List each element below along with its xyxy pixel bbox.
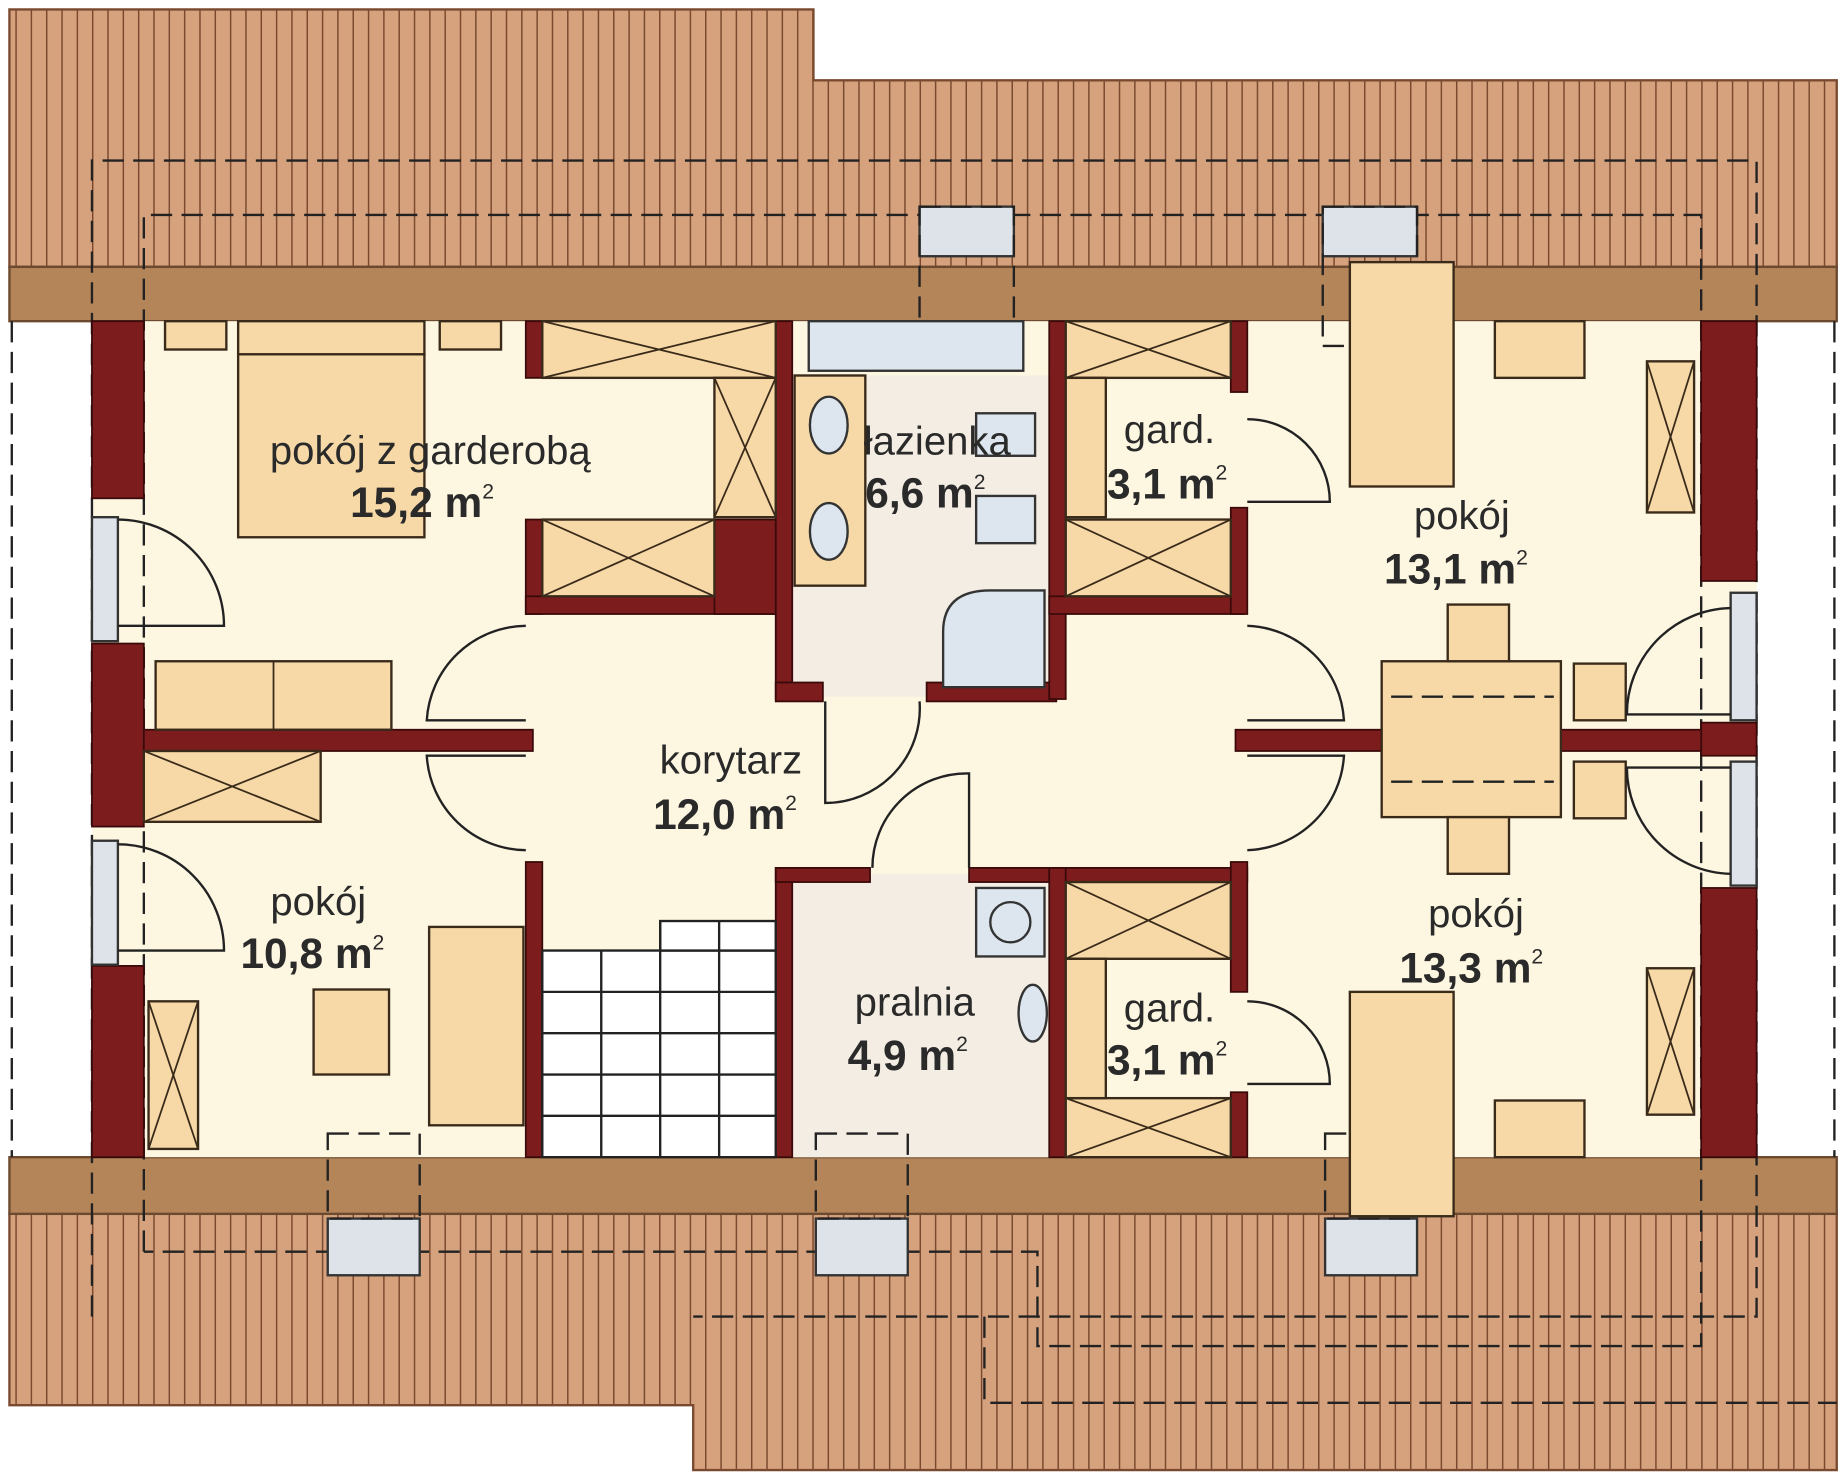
eave-top xyxy=(8,265,1838,323)
laundry-sink xyxy=(1017,983,1049,1043)
room-name: pokój xyxy=(1414,494,1510,538)
room-name: korytarz xyxy=(660,738,803,782)
sink xyxy=(808,395,849,455)
eave-bottom xyxy=(8,1156,1838,1216)
toilet xyxy=(974,494,1037,545)
doors xyxy=(117,418,1731,1086)
sofa xyxy=(427,925,525,1127)
stairs xyxy=(541,919,777,1159)
room-area: 13,1 m2 xyxy=(1384,545,1528,592)
shower xyxy=(941,589,1046,689)
windows xyxy=(90,205,1758,1277)
room-area: 13,3 m2 xyxy=(1399,944,1543,991)
sink xyxy=(808,501,849,561)
roof-outline-inner xyxy=(142,213,1703,1348)
room-area: 3,1 m2 xyxy=(1107,1036,1227,1083)
bed xyxy=(1348,260,1455,488)
furniture xyxy=(142,260,1696,1218)
table xyxy=(1380,660,1563,819)
room-name: łazienka xyxy=(864,420,1012,464)
room-labels: pokój z garderobą 15,2 m2 łazienka 6,6 m… xyxy=(240,408,1543,1084)
room-area: 6,6 m2 xyxy=(865,470,985,517)
walls xyxy=(91,320,1758,1159)
room-name: gard. xyxy=(1124,986,1215,1030)
bathtub xyxy=(807,319,1025,372)
bed xyxy=(236,353,426,539)
room-name: pralnia xyxy=(855,980,976,1024)
room-area: 15,2 m2 xyxy=(350,479,494,526)
sanitary xyxy=(793,319,1049,1043)
room-area: 10,8 m2 xyxy=(240,930,384,977)
room-area: 3,1 m2 xyxy=(1107,460,1227,507)
room-name: pokój xyxy=(1428,892,1524,936)
roof-outline-right xyxy=(983,1316,1837,1404)
room-name: pokój z garderobą xyxy=(270,429,592,473)
room-area: 12,0 m2 xyxy=(653,791,797,838)
room-name: gard. xyxy=(1124,408,1215,452)
roof xyxy=(8,8,1838,1472)
bed xyxy=(1348,990,1455,1218)
room-area: 4,9 m2 xyxy=(848,1032,968,1079)
room-name: pokój xyxy=(270,880,366,924)
